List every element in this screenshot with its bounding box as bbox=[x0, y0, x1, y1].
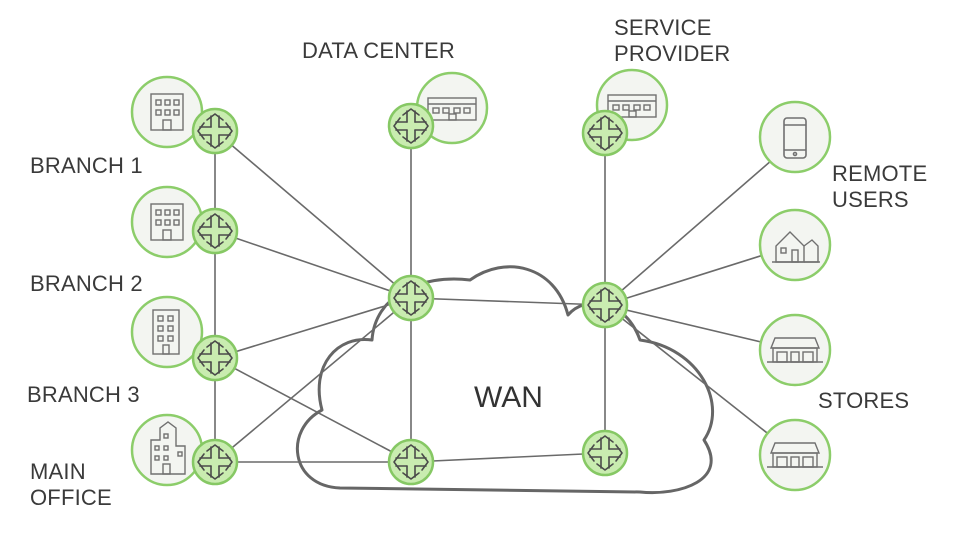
label-stores: STORES bbox=[818, 388, 910, 413]
router-wan-southeast-icon bbox=[581, 429, 629, 477]
label-main-office: MAIN OFFICE bbox=[30, 459, 112, 511]
site-branch1 bbox=[130, 75, 204, 149]
router-branch2-icon bbox=[191, 207, 239, 255]
router-data-center-icon bbox=[387, 102, 435, 150]
link-branch3-hub bbox=[214, 297, 412, 359]
site-store-1 bbox=[758, 313, 832, 387]
label-branch-2: BRANCH 2 bbox=[30, 271, 143, 296]
router-branch3-icon bbox=[191, 334, 239, 382]
router-wan-east-icon bbox=[581, 281, 629, 329]
label-main-office-line1: MAIN bbox=[30, 459, 86, 484]
label-service-provider-line2: PROVIDER bbox=[614, 41, 731, 66]
router-service-provider-icon bbox=[581, 109, 629, 157]
site-main-office bbox=[130, 413, 204, 487]
label-service-provider-line1: SERVICE bbox=[614, 15, 712, 40]
label-remote-users-line1: REMOTE bbox=[832, 161, 928, 186]
link-branch3-bottom bbox=[214, 357, 412, 463]
link-hub-right bbox=[410, 297, 606, 306]
label-service-provider: SERVICE PROVIDER bbox=[614, 15, 731, 67]
label-remote-users: REMOTE USERS bbox=[832, 161, 927, 213]
label-branch-1: BRANCH 1 bbox=[30, 153, 143, 178]
site-branch3 bbox=[130, 295, 204, 369]
label-wan: WAN bbox=[474, 381, 543, 414]
link-right-store2 bbox=[604, 304, 796, 456]
link-right-remote bbox=[604, 139, 796, 306]
router-wan-south-icon bbox=[387, 438, 435, 486]
router-main-office-icon bbox=[191, 438, 239, 486]
mobile-phone-icon bbox=[783, 117, 807, 159]
site-remote-users bbox=[758, 100, 832, 174]
label-main-office-line2: OFFICE bbox=[30, 485, 112, 510]
router-branch1-icon bbox=[191, 107, 239, 155]
label-data-center: DATA CENTER bbox=[302, 38, 455, 63]
site-store-2 bbox=[758, 418, 832, 492]
router-wan-hub-icon bbox=[387, 274, 435, 322]
tower-building-icon bbox=[152, 309, 180, 355]
link-main-hub bbox=[214, 297, 412, 463]
link-branch2-hub bbox=[214, 230, 412, 299]
house-icon bbox=[772, 231, 820, 263]
site-branch2 bbox=[130, 185, 204, 259]
headquarters-building-icon bbox=[150, 421, 186, 475]
link-bottom-right bbox=[410, 452, 606, 463]
site-remote-home bbox=[758, 208, 832, 282]
link-branch1-hub bbox=[214, 130, 412, 299]
label-remote-users-line2: USERS bbox=[832, 187, 909, 212]
connection-lines bbox=[214, 126, 796, 463]
label-branch-3: BRANCH 3 bbox=[27, 382, 140, 407]
